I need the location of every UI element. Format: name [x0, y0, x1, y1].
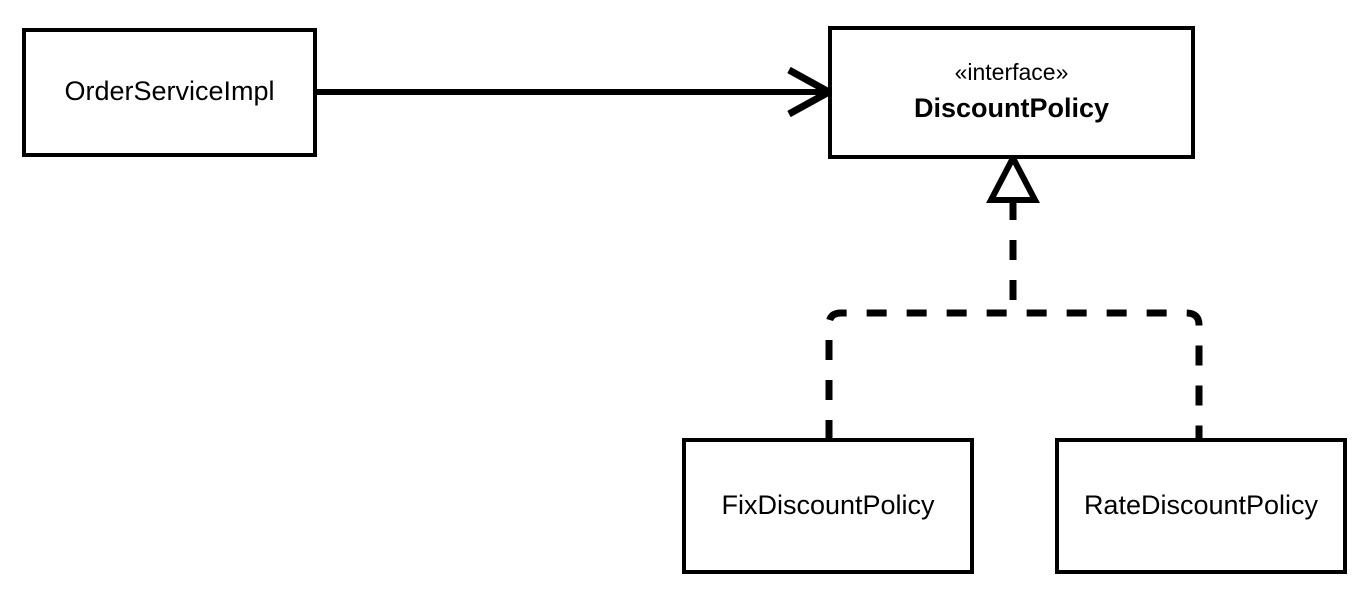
edge-order-service-impl-to-discount-policy[interactable] — [315, 66, 837, 118]
interface-stereotype-label: «interface» — [955, 59, 1069, 85]
class-node-discount-policy[interactable]: «interface» DiscountPolicy — [828, 26, 1195, 159]
class-node-order-service-impl[interactable]: OrderServiceImpl — [22, 28, 317, 157]
interface-name-label: DiscountPolicy — [914, 93, 1109, 123]
class-name-label: RateDiscountPolicy — [1084, 490, 1319, 520]
hollow-triangle-icon — [986, 151, 1040, 203]
edge-realization-group[interactable] — [825, 151, 1203, 440]
class-box — [22, 28, 317, 157]
class-box — [682, 438, 974, 574]
class-node-fix-discount-policy[interactable]: FixDiscountPolicy — [682, 438, 974, 574]
interface-box — [828, 26, 1195, 159]
class-node-rate-discount-policy[interactable]: RateDiscountPolicy — [1055, 438, 1347, 574]
class-box — [1055, 438, 1347, 574]
realization-branch — [825, 309, 1203, 440]
class-name-label: FixDiscountPolicy — [721, 490, 935, 520]
class-name-label: OrderServiceImpl — [64, 76, 274, 106]
